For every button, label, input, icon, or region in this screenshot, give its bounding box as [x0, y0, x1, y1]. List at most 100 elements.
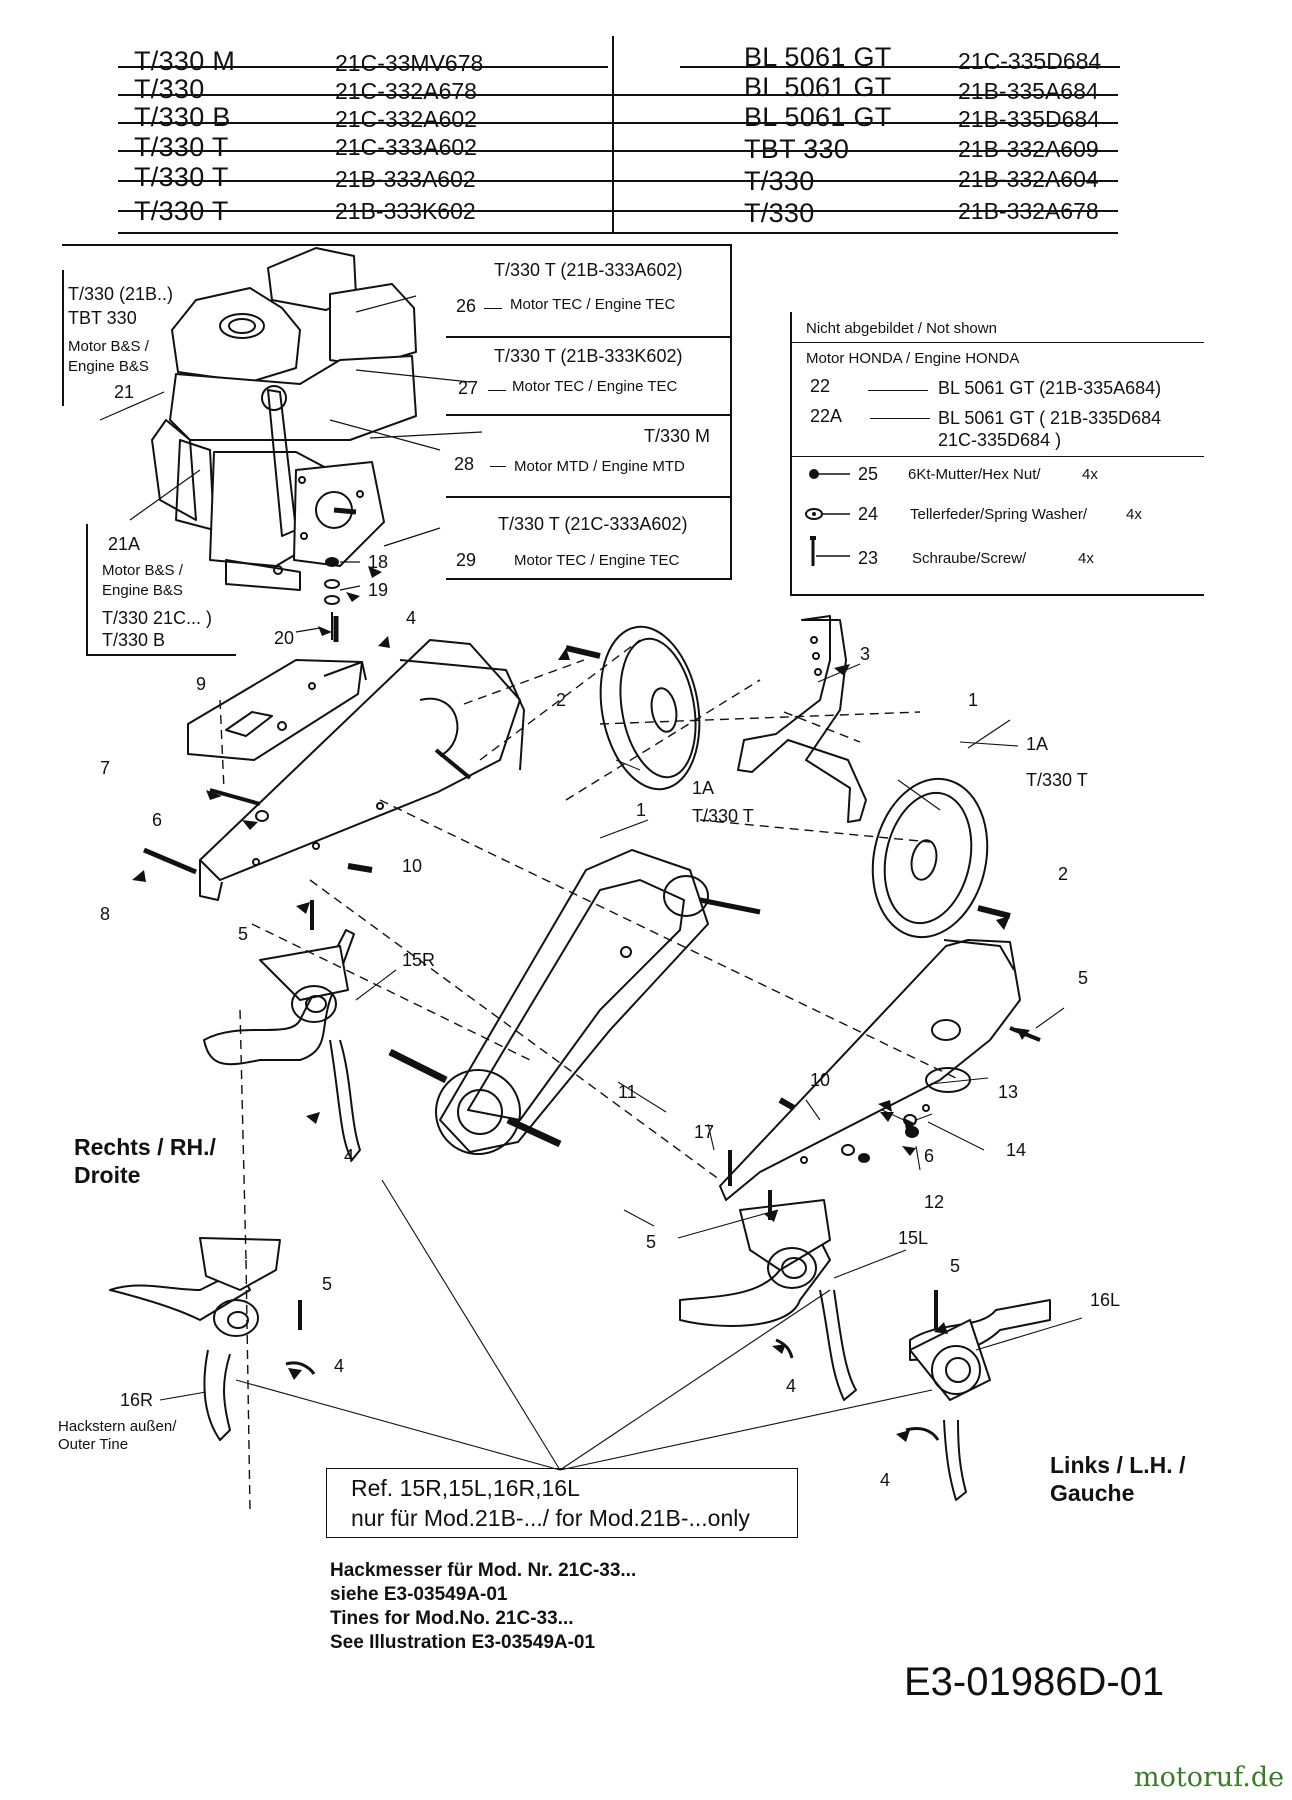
callout-number: 27 [458, 378, 479, 398]
callout-2: 2 [556, 690, 567, 710]
engine-variant-desc: Motor TEC / Engine TEC [512, 378, 678, 395]
callout-11: 11 [618, 1082, 637, 1102]
engine-model-label: T/330 21C... ) [102, 608, 213, 628]
callout-5: 5 [322, 1274, 333, 1294]
footnote-line: Tines for Mod.No. 21C-33... [330, 1608, 574, 1629]
honda-item-desc: BL 5061 GT ( 21B-335D684 [938, 408, 1162, 428]
callout-number: 25 [858, 464, 879, 484]
model-part-number: 21C-332A602 [335, 106, 477, 132]
callout-1: 1 [636, 800, 647, 820]
model-name: T/330 [744, 198, 815, 228]
engine-type-label: Engine B&S [68, 358, 149, 375]
engine-model-label: T/330 (21B..) [68, 284, 174, 304]
model-name: T/330 B [134, 102, 231, 132]
hardware-qty: 4x [1078, 550, 1094, 567]
right-frame [199, 639, 525, 901]
honda-item-desc: 21C-335D684 ) [938, 430, 1062, 450]
engine-variant-desc: Motor TEC / Engine TEC [514, 552, 680, 569]
callout-16L: 16L [1090, 1290, 1121, 1310]
model-name: T/330 T [134, 162, 229, 192]
callout-1A: 1A [692, 778, 715, 798]
honda-title: Motor HONDA / Engine HONDA [806, 350, 1020, 367]
spring-washer-icon [805, 508, 850, 520]
right-side-label: Rechts / RH./ [74, 1134, 216, 1160]
callout-15L: 15L [898, 1228, 929, 1248]
engine-model-label: T/330 B [102, 630, 166, 650]
engine-variant-model: T/330 T (21C-333A602) [498, 514, 688, 534]
hardware-desc: 6Kt-Mutter/Hex Nut/ [908, 466, 1041, 483]
arrow-heads [132, 566, 1030, 1442]
engine-variant-desc: Motor MTD / Engine MTD [514, 458, 685, 475]
model-part-number: 21B-333A602 [335, 166, 476, 192]
screw-icon [810, 536, 850, 566]
engine-model-label: TBT 330 [68, 308, 137, 328]
callout-17: 17 [694, 1122, 715, 1142]
model-part-number: 21C-33MV678 [335, 50, 484, 76]
model-part-number: 21C-332A678 [335, 78, 477, 104]
model-part-number: 21B-335A684 [958, 78, 1099, 104]
model-name: T/330 M [134, 46, 236, 76]
tine-16R [109, 1237, 316, 1441]
honda-item-desc: BL 5061 GT (21B-335A684) [938, 378, 1162, 398]
model-name: T/330 [744, 166, 815, 196]
callout-12: 12 [924, 1192, 945, 1212]
callout-number: 22 [810, 376, 831, 396]
callout-model: T/330 T [692, 806, 754, 826]
callout-number: 28 [454, 454, 475, 474]
hardware-qty: 4x [1126, 506, 1142, 523]
footnote-line: See Illustration E3-03549A-01 [330, 1632, 596, 1653]
callout-number: 24 [858, 504, 879, 524]
callout-3: 3 [860, 644, 871, 664]
callout-7: 7 [100, 758, 111, 778]
callout-14: 14 [1006, 1140, 1027, 1160]
engine-type-label: Motor B&S / [68, 338, 149, 355]
hardware-parts [295, 557, 361, 642]
callout-13: 13 [998, 1082, 1019, 1102]
hardware-desc: Tellerfeder/Spring Washer/ [910, 506, 1088, 523]
right-side-label: Droite [74, 1162, 141, 1188]
callout-8: 8 [100, 904, 111, 924]
model-name: BL 5061 GT [744, 42, 892, 72]
callout-9: 9 [196, 674, 207, 694]
ref-box-line: Ref. 15R,15L,16R,16L [351, 1475, 580, 1501]
engine-illustration [99, 247, 483, 591]
hardware-desc: Schraube/Screw/ [912, 550, 1027, 567]
callout-4: 4 [334, 1356, 345, 1376]
callout-4: 4 [344, 1146, 355, 1166]
engine-variant-model: T/330 T (21B-333A602) [494, 260, 683, 280]
engine-variant-model: T/330 T (21B-333K602) [494, 346, 683, 366]
callout-16R: 16R [120, 1390, 154, 1410]
left-frame [719, 939, 1041, 1201]
model-part-number: 21C-335D684 [958, 48, 1102, 74]
model-name: T/330 [134, 74, 205, 104]
model-part-number: 21B-332A604 [958, 166, 1099, 192]
callout-number: 22A [810, 406, 843, 426]
callout-20: 20 [274, 628, 295, 648]
callout-10: 10 [402, 856, 423, 876]
callout-1A: 1A [1026, 734, 1049, 754]
engine-variant-desc: Motor TEC / Engine TEC [510, 296, 676, 313]
drawing-number: E3-01986D-01 [904, 1660, 1165, 1704]
chain-case [388, 849, 761, 1155]
mounting-plate [187, 659, 367, 761]
engine-type-label: Motor B&S / [102, 562, 183, 579]
callout-number: 23 [858, 548, 879, 568]
model-part-number: 21B-333K602 [335, 198, 476, 224]
frame-bolts [143, 748, 472, 875]
callout-15R: 15R [402, 950, 436, 970]
model-part-number: 21B-335D684 [958, 106, 1100, 132]
callout-number: 21 [114, 382, 135, 402]
hex-nut-icon [809, 469, 850, 479]
model-name: BL 5061 GT [744, 102, 892, 132]
model-part-number: 21B-332A609 [958, 136, 1099, 162]
callout-4: 4 [786, 1376, 797, 1396]
outer-tine-label: Outer Tine [58, 1436, 129, 1453]
tine-16L [905, 1290, 1051, 1501]
hardware-icons [805, 469, 850, 566]
left-side-label: Gauche [1050, 1480, 1135, 1506]
callout-1: 1 [968, 690, 979, 710]
hardware-qty: 4x [1082, 466, 1098, 483]
engine-type-label: Engine B&S [102, 582, 183, 599]
